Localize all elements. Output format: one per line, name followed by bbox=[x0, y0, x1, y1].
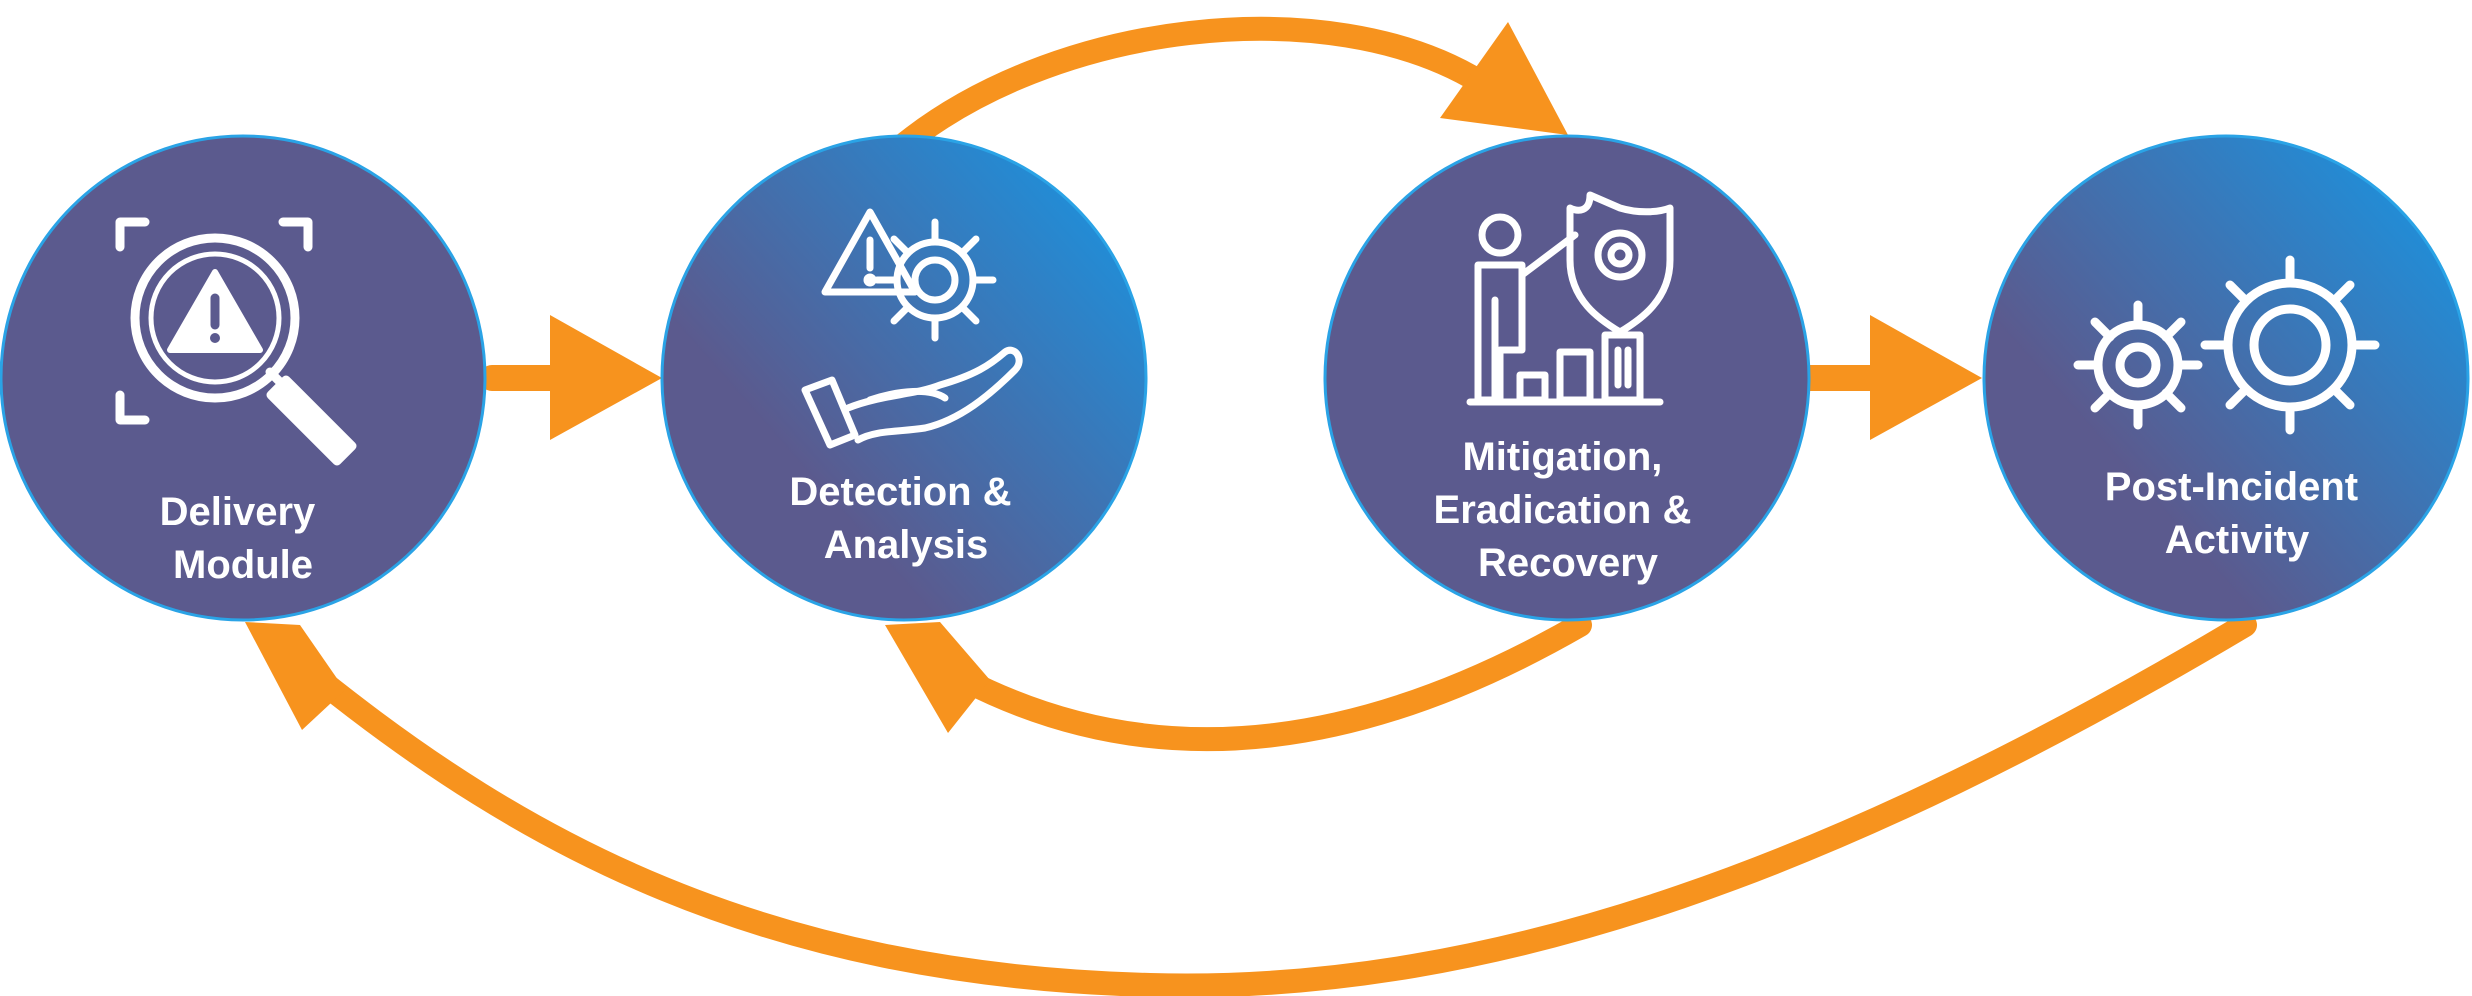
arc-mitigation-to-detection bbox=[953, 613, 1592, 752]
label-mitigation-line-3: Recovery bbox=[1478, 541, 1659, 585]
hand-warning-gear-icon bbox=[801, 208, 1023, 449]
label-post-line-2: Activity bbox=[2165, 518, 2310, 562]
node-detection bbox=[660, 134, 1148, 622]
circle-detection bbox=[660, 134, 1148, 622]
label-delivery: Delivery Module bbox=[160, 490, 327, 587]
label-detection: Detection & Analysis bbox=[789, 470, 1022, 567]
circle-post bbox=[1982, 134, 2470, 622]
label-mitigation: Mitigation, Eradication & Recovery bbox=[1434, 435, 1703, 585]
label-detection-line-1: Detection & bbox=[789, 470, 1011, 514]
arrowhead-to-detection-bottom bbox=[885, 622, 990, 733]
arrowhead-to-post bbox=[1870, 315, 1982, 440]
label-delivery-line-1: Delivery bbox=[160, 490, 316, 534]
circle-mitigation bbox=[1323, 134, 1811, 622]
person-shield-chart-icon bbox=[1466, 191, 1674, 406]
arc-post-to-delivery bbox=[308, 613, 2257, 996]
node-post bbox=[1982, 134, 2470, 622]
arrowheads bbox=[245, 22, 1982, 733]
label-post: Post-Incident Activity bbox=[2105, 465, 2369, 562]
arc-detection-to-mitigation bbox=[883, 16, 1492, 164]
label-detection-line-2: Analysis bbox=[824, 523, 989, 567]
arrows bbox=[308, 16, 2257, 996]
node-mitigation bbox=[1323, 134, 1811, 622]
arrowhead-to-mitigation bbox=[1440, 22, 1568, 135]
label-mitigation-line-1: Mitigation, bbox=[1462, 435, 1662, 479]
label-mitigation-line-2: Eradication & bbox=[1434, 488, 1692, 532]
arrowhead-to-detection bbox=[550, 315, 662, 440]
gears-icon bbox=[2073, 255, 2380, 435]
arrowhead-to-delivery bbox=[245, 622, 345, 730]
magnifier-warning-icon bbox=[115, 217, 357, 466]
label-delivery-line-2: Module bbox=[173, 543, 313, 587]
label-post-line-1: Post-Incident bbox=[2105, 465, 2358, 509]
